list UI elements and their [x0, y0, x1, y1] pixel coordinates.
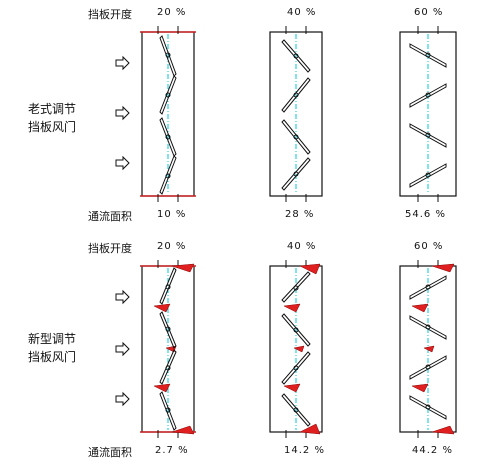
top-blades-20: [159, 35, 177, 195]
top-opening-label: 挡板开度: [88, 8, 132, 21]
bottom-area-44-2: 44.2 %: [412, 445, 453, 456]
top-frame-20: [140, 26, 196, 202]
bottom-blades-60: [409, 275, 447, 420]
top-side-label-line2: 挡板风门: [28, 120, 77, 134]
top-side-label: 老式调节 挡板风门: [28, 100, 76, 136]
top-area-label: 通流面积: [88, 210, 132, 223]
bottom-opening-20: 20 %: [157, 241, 187, 252]
bottom-opening-60: 60 %: [414, 241, 444, 252]
bottom-side-label-line1: 新型调节: [28, 332, 77, 346]
right-arrow-icon: [115, 289, 130, 305]
bottom-side-label-line2: 挡板风门: [28, 350, 77, 364]
bottom-seals: [153, 263, 455, 435]
top-side-label-line1: 老式调节: [28, 102, 77, 116]
bottom-area-2-7: 2.7 %: [155, 445, 189, 456]
top-opening-20: 20 %: [157, 7, 187, 18]
top-frame-60: [399, 26, 457, 202]
right-arrow-icon: [115, 105, 130, 121]
bottom-area-14-2: 14.2 %: [284, 445, 325, 456]
bottom-blades-20: [159, 267, 177, 431]
top-blades-40: [281, 39, 311, 191]
bottom-opening-label: 挡板开度: [88, 242, 132, 255]
top-opening-40: 40 %: [287, 7, 317, 18]
right-arrow-icon: [115, 341, 130, 357]
right-arrow-icon: [115, 155, 130, 171]
bottom-area-label: 通流面积: [88, 446, 132, 459]
right-arrow-icon: [115, 391, 130, 407]
bottom-flow-arrows: [115, 289, 130, 407]
top-flow-arrows: [115, 55, 130, 171]
top-area-10: 10 %: [157, 209, 187, 220]
top-opening-60: 60 %: [414, 7, 444, 18]
top-area-28: 28 %: [285, 209, 315, 220]
top-frame-40: [269, 26, 323, 202]
right-arrow-icon: [115, 55, 130, 71]
bottom-side-label: 新型调节 挡板风门: [28, 330, 76, 366]
top-area-54: 54.6 %: [405, 209, 446, 220]
top-blades-60: [409, 43, 447, 188]
bottom-opening-40: 40 %: [287, 241, 317, 252]
bottom-blades-40: [281, 271, 311, 427]
